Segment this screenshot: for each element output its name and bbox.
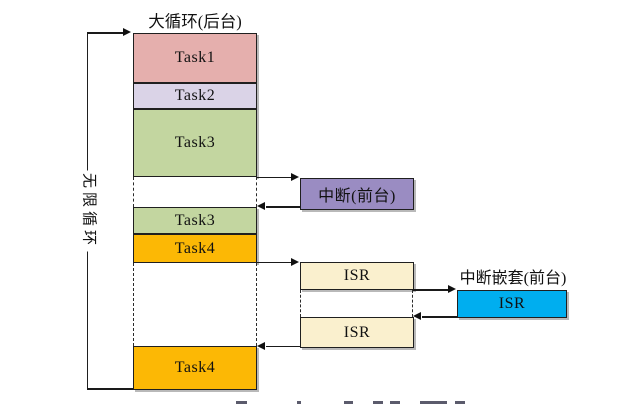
isr-second-box: ISR: [300, 317, 414, 348]
isr-gap-right-dashed-line: [412, 290, 413, 317]
nested-interrupt-title: 中断嵌套(前台): [459, 270, 567, 287]
nested-isr-box: ISR: [457, 290, 567, 318]
arrow-line-isr-to-nested: [413, 289, 449, 291]
arrowhead-to-interrupt-icon: [291, 172, 299, 181]
arrowhead-isr-return-icon: [257, 341, 265, 350]
infinite-loop-label: 无限循环: [79, 170, 98, 252]
task3-resume-label: Task3: [174, 211, 216, 229]
task3-resume-box: Task3: [133, 207, 257, 234]
task4-box: Task4: [133, 234, 257, 263]
task4-resume-label: Task4: [174, 359, 216, 376]
isr-first-label: ISR: [343, 267, 371, 284]
interrupt-foreground-label: 中断(前台): [318, 188, 396, 205]
isr-gap-left-dashed-line: [300, 290, 301, 317]
task2-label: Task2: [174, 87, 216, 104]
arrow-line-task3-to-interrupt: [257, 176, 293, 178]
loop-top-arrowhead-icon: [123, 28, 131, 36]
task3-label: Task3: [174, 134, 216, 151]
task1-box: Task1: [133, 33, 257, 83]
loop-bracket-bottom-line: [87, 388, 133, 390]
interrupt-foreground-box: 中断(前台): [300, 178, 414, 210]
suspended-gap-during-interrupt: [133, 177, 257, 207]
nested-isr-label: ISR: [498, 295, 526, 312]
background-loop-title: 大循环(后台): [148, 12, 242, 31]
arrowhead-to-nested-isr-icon: [448, 285, 456, 293]
suspended-gap-during-isr: [133, 263, 257, 346]
isr-second-label: ISR: [343, 323, 371, 341]
task2-box: Task2: [133, 83, 257, 109]
arrowhead-nested-return-icon: [413, 312, 421, 320]
arrow-line-nested-return: [422, 316, 458, 318]
arrow-line-task4-to-isr: [257, 261, 293, 263]
task1-label: Task1: [174, 49, 216, 66]
loop-bracket-top-line: [87, 32, 124, 34]
isr-first-box: ISR: [300, 262, 414, 290]
arrowhead-interrupt-return-icon: [257, 202, 265, 210]
task4-label: Task4: [174, 239, 216, 257]
arrow-line-isr-return: [266, 345, 300, 347]
task4-resume-box: Task4: [133, 346, 257, 390]
task3-box: Task3: [133, 109, 257, 177]
arrowhead-to-isr-icon: [291, 257, 299, 266]
arrow-line-interrupt-return: [266, 206, 300, 208]
